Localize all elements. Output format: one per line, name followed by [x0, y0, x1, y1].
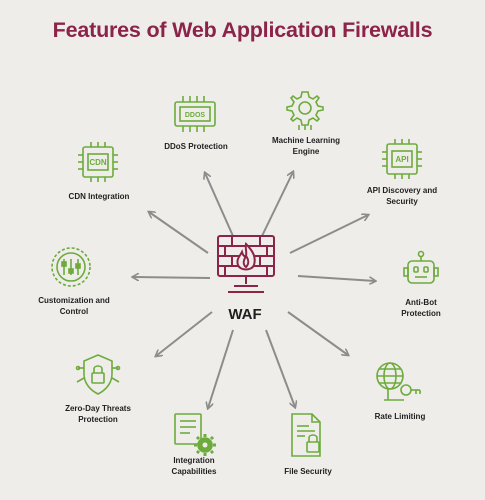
arrow-to-customization	[133, 277, 211, 278]
arrow-to-ddos	[205, 173, 234, 237]
file-lock-icon	[289, 412, 325, 458]
hub-label: WAF	[228, 306, 262, 323]
firewall-monitor-icon	[214, 232, 278, 296]
document-gear-icon	[172, 412, 218, 458]
globe-key-icon	[374, 360, 422, 402]
svg-text:CDN: CDN	[89, 158, 107, 167]
gear-brain-icon	[285, 88, 325, 132]
arrow-to-rate-limiting	[287, 311, 348, 355]
feature-label-antibot: Anti-Bot Protection	[401, 298, 441, 318]
feature-label-ml: Machine Learning Engine	[271, 136, 340, 156]
feature-label-file-security: File Security	[284, 467, 332, 476]
api-chip-icon: API	[381, 138, 423, 180]
feature-label-customization: Customization and Control	[38, 296, 110, 316]
arrow-to-cdn	[149, 212, 209, 254]
arrow-to-zero-day	[156, 311, 213, 356]
arrow-to-file-security	[265, 329, 295, 407]
sliders-icon	[50, 246, 92, 288]
arrow-to-antibot	[297, 275, 375, 281]
arrow-to-ml	[261, 172, 293, 237]
feature-label-integration: Integration Capabilities	[171, 456, 217, 476]
feature-label-ddos: DDoS Protection	[164, 142, 228, 151]
shield-lock-icon	[75, 352, 121, 398]
cdn-chip-icon: CDN	[76, 140, 120, 184]
svg-text:DDOS: DDOS	[185, 112, 206, 119]
page-title: Features of Web Application Firewalls	[52, 18, 433, 42]
feature-label-zero-day: Zero-Day Threats Protection	[65, 404, 131, 424]
arrow-to-integration	[208, 329, 234, 408]
feature-label-api: API Discovery and Security	[366, 186, 438, 206]
arrow-to-api	[289, 215, 368, 254]
feature-label-cdn: CDN Integration	[68, 192, 130, 201]
robot-icon	[403, 250, 439, 288]
svg-text:API: API	[395, 155, 408, 164]
feature-label-rate-limiting: Rate Limiting	[374, 412, 426, 421]
ddos-chip-icon: DDOS	[172, 92, 218, 136]
